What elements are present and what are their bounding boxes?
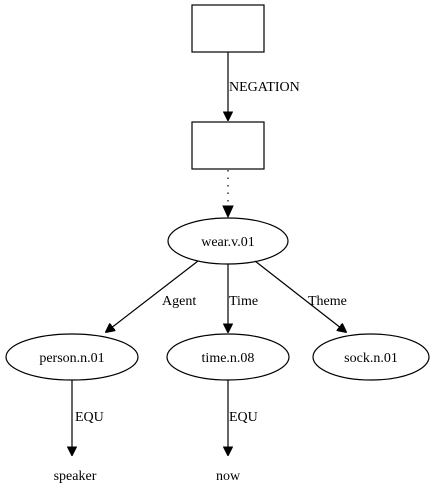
node-label-speaker: speaker bbox=[54, 469, 97, 484]
edge-label-agent: Agent bbox=[162, 294, 196, 309]
edge-label-equ-time: EQU bbox=[229, 410, 258, 425]
node-label-wear: wear.v.01 bbox=[201, 235, 255, 250]
edge-label-negation: NEGATION bbox=[229, 80, 300, 95]
edge-dotted-arrowhead bbox=[222, 205, 234, 219]
edge-agent bbox=[106, 260, 199, 332]
node-sock bbox=[312, 333, 430, 381]
box-middle bbox=[191, 121, 265, 170]
node-label-now: now bbox=[216, 469, 241, 484]
box-top bbox=[191, 4, 265, 53]
edge-label-equ-person: EQU bbox=[75, 410, 104, 425]
edge-label-time: Time bbox=[229, 294, 258, 309]
node-label-person: person.n.01 bbox=[39, 351, 104, 366]
node-label-sock: sock.n.01 bbox=[344, 351, 398, 366]
node-label-time: time.n.08 bbox=[202, 351, 255, 366]
edge-theme bbox=[254, 260, 346, 332]
edge-label-theme: Theme bbox=[308, 294, 347, 309]
